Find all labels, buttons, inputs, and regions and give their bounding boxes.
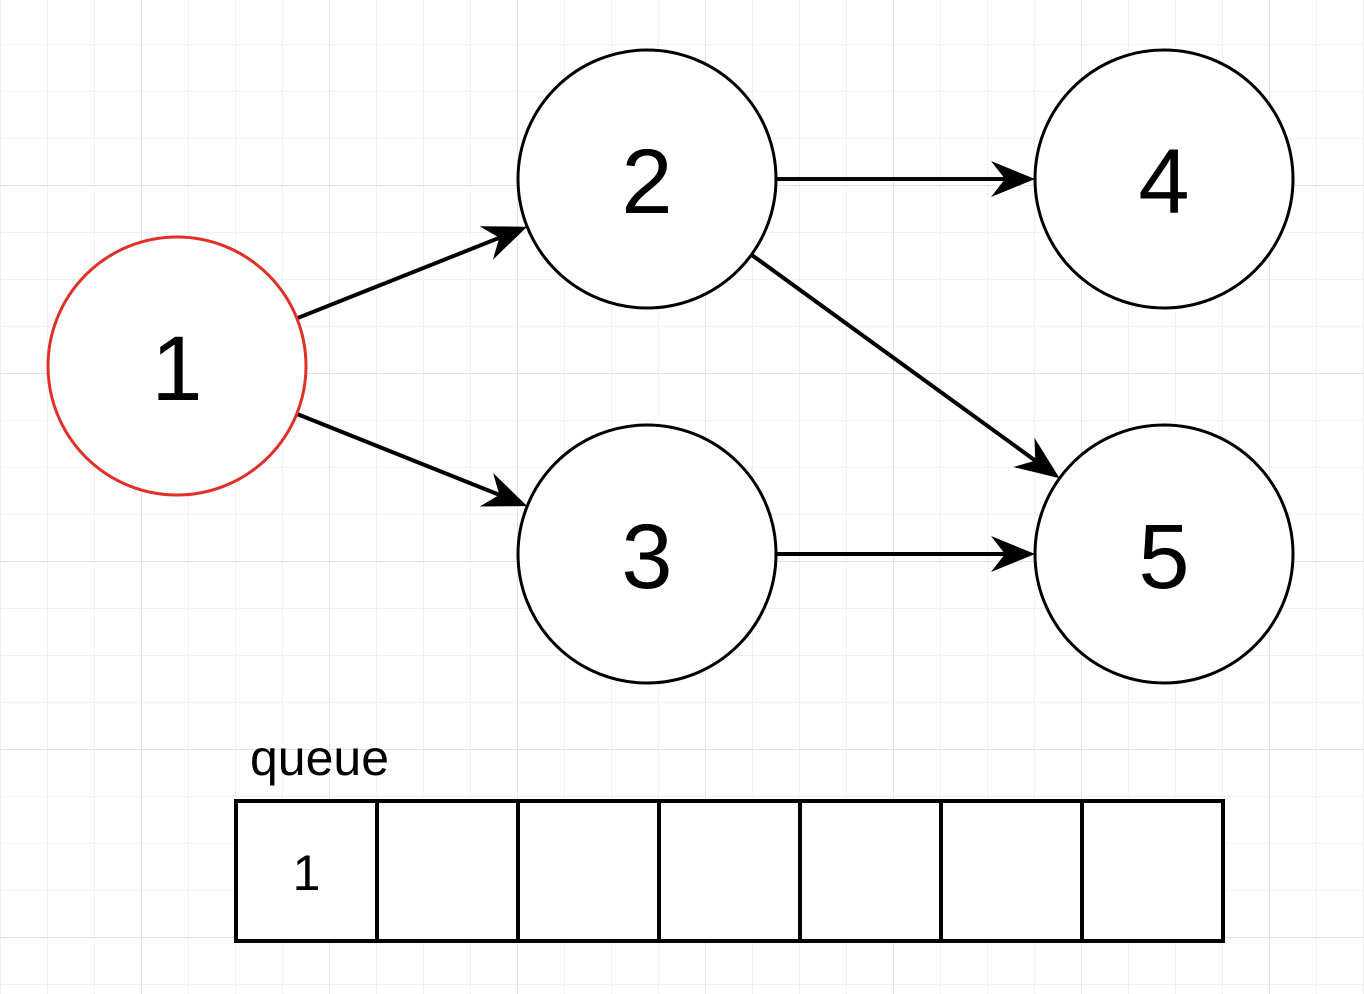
arrowhead-icon bbox=[991, 161, 1035, 197]
node-circle bbox=[1033, 423, 1295, 685]
node-label: 5 bbox=[1138, 506, 1189, 608]
queue-cell-box bbox=[798, 799, 943, 943]
edge-3-5 bbox=[776, 536, 1035, 572]
node-5: 5 bbox=[1033, 423, 1295, 685]
queue-cell-box bbox=[939, 799, 1084, 943]
edge-2-4 bbox=[776, 161, 1035, 197]
queue-cell-4 bbox=[657, 799, 802, 943]
queue: queue 1 bbox=[234, 730, 1225, 943]
arrowhead-icon bbox=[479, 226, 528, 260]
edge-1-3 bbox=[296, 412, 528, 507]
queue-cell-3 bbox=[516, 799, 661, 943]
node-1: 1 bbox=[46, 235, 308, 497]
edge-2-5 bbox=[750, 253, 1060, 479]
edge-line bbox=[296, 235, 501, 321]
queue-title: queue bbox=[250, 730, 389, 786]
queue-cell-box bbox=[516, 799, 661, 943]
arrowhead-icon bbox=[1013, 437, 1060, 479]
node-4: 4 bbox=[1033, 48, 1295, 310]
queue-cell-box bbox=[657, 799, 802, 943]
edge-1-2 bbox=[296, 226, 528, 321]
queue-cell-6 bbox=[939, 799, 1084, 943]
edge-line bbox=[750, 253, 1037, 463]
node-label: 4 bbox=[1138, 131, 1189, 233]
queue-cell-1: 1 bbox=[234, 799, 379, 943]
edges-layer bbox=[296, 161, 1060, 572]
node-circle bbox=[516, 423, 778, 685]
node-circle bbox=[516, 48, 778, 310]
arrowhead-icon bbox=[991, 536, 1035, 572]
queue-cell-5 bbox=[798, 799, 943, 943]
queue-cell-2 bbox=[375, 799, 520, 943]
arrowhead-icon bbox=[479, 473, 528, 507]
node-circle bbox=[1033, 48, 1295, 310]
nodes-layer: 1 2 3 4 5 bbox=[46, 48, 1295, 685]
node-circle bbox=[46, 235, 308, 497]
edge-line bbox=[296, 412, 501, 497]
node-label: 3 bbox=[621, 506, 672, 608]
node-3: 3 bbox=[516, 423, 778, 685]
node-label: 1 bbox=[151, 318, 202, 420]
queue-cell-value: 1 bbox=[293, 845, 321, 901]
queue-cell-7 bbox=[1080, 799, 1225, 943]
node-label: 2 bbox=[621, 131, 672, 233]
queue-cell-box bbox=[234, 799, 379, 943]
queue-cell-box bbox=[1080, 799, 1225, 943]
node-2: 2 bbox=[516, 48, 778, 310]
queue-cell-box bbox=[375, 799, 520, 943]
